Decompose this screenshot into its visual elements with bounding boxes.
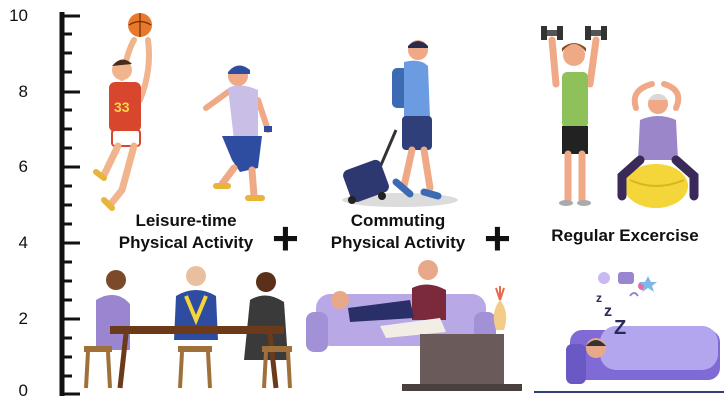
svg-text:33: 33 bbox=[114, 99, 130, 115]
svg-text:Z: Z bbox=[614, 317, 626, 339]
commuting-label: Commuting Physical Activity bbox=[318, 210, 478, 254]
commuter-with-suitcase-icon bbox=[342, 40, 458, 207]
commuting-label-line2: Physical Activity bbox=[330, 233, 466, 252]
svg-text:z: z bbox=[604, 303, 612, 320]
regular-exercise-label: Regular Excercise bbox=[551, 226, 699, 245]
tick-label-0: 0 bbox=[18, 381, 28, 400]
tick-label-4: 4 bbox=[18, 233, 28, 252]
plus-sign-1: + bbox=[272, 212, 299, 264]
leisure-label-line2: Physical Activity bbox=[118, 233, 254, 252]
scale-axis bbox=[59, 12, 80, 396]
walking-man-icon bbox=[203, 65, 272, 201]
leisure-label: Leisure-time Physical Activity bbox=[96, 210, 276, 254]
woman-on-exercise-ball-icon bbox=[617, 81, 699, 208]
plus-sign-2: + bbox=[484, 212, 511, 264]
couple-on-sofa-icon bbox=[306, 260, 522, 391]
commuting-label-line1: Commuting bbox=[350, 211, 446, 230]
tick-label-6: 6 bbox=[18, 157, 28, 176]
leisure-label-line1: Leisure-time bbox=[135, 211, 237, 230]
tick-label-10: 10 bbox=[9, 6, 28, 25]
man-with-dumbbells-icon bbox=[541, 26, 607, 206]
sleeping-person-icon: z z Z bbox=[534, 272, 724, 393]
tick-label-8: 8 bbox=[18, 82, 28, 101]
card-players-at-table-icon bbox=[84, 266, 292, 389]
basketball-player-icon: 33 bbox=[93, 13, 152, 211]
svg-text:z: z bbox=[596, 291, 602, 305]
tick-label-2: 2 bbox=[18, 309, 28, 328]
